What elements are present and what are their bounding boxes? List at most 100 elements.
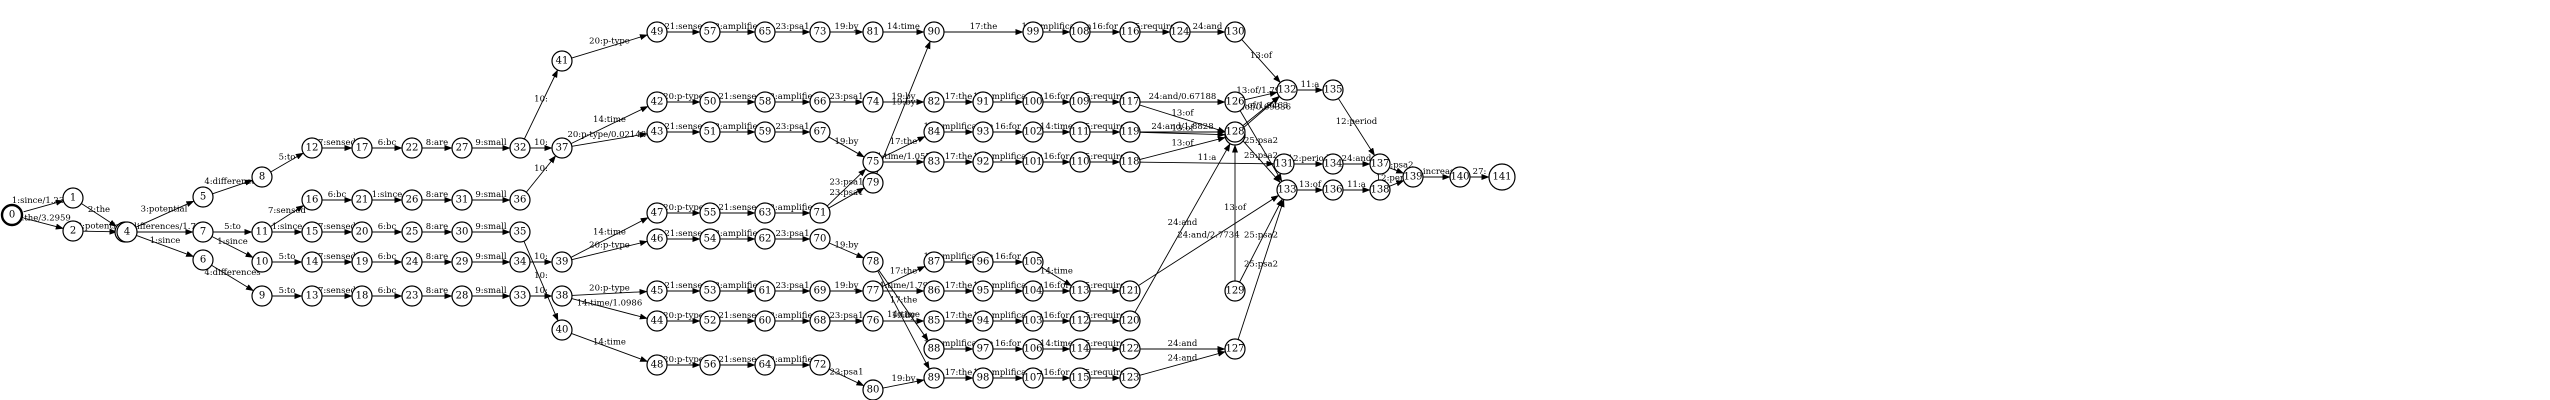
edge-label: 27: [1473,167,1487,177]
edge: 19:by [883,92,925,105]
edge-arrow [211,264,254,292]
state-node: 50 [699,91,721,113]
state-node: 73 [809,21,831,43]
state-label: 33 [514,291,527,302]
state-node: 63 [754,202,776,224]
state-circle [1119,151,1141,173]
edge-label: 20:p-type [663,92,704,102]
state-node: 31 [451,189,473,211]
state-label: 66 [814,97,827,108]
edge-label: 13:of/0.69336 [1231,103,1291,113]
state-node: 124 [1169,21,1191,43]
state-node: 113 [1069,280,1091,302]
state-circle [646,280,668,302]
edge-arrow [1139,136,1226,160]
edge-label: 23:psa1 [776,229,810,239]
state-node: 110 [1069,151,1091,173]
edge-label: 21:sense [665,22,703,32]
edge-label: 1:since/1.2373 [12,196,75,206]
state-circle [699,91,721,113]
edge: 15:required [1080,281,1131,294]
edge: 4:differences/1.792 [123,222,207,235]
edge: 21:sense [719,355,756,368]
edge-arrow [571,333,649,362]
state-label: 19 [356,257,369,268]
edge: 15:required [1080,311,1131,324]
edge-label: 16:for [995,339,1022,349]
state-circle [351,251,373,273]
state-label: 39 [556,257,569,268]
edge-label: 4:differences [204,177,260,187]
state-circle [754,121,776,143]
edge: 24:and/1.8828 [1140,122,1226,135]
state-label: 100 [1023,97,1042,108]
edge-arrow [828,368,865,387]
state-node: 131 [1273,153,1295,175]
state-label: 18 [356,291,369,302]
state-circle [646,121,668,143]
edge-label: 25:psa2 [1380,161,1414,171]
edge-label: 15:required [1080,152,1132,162]
edge-label: 8:are [426,190,448,200]
state-circle [1224,91,1246,113]
edge-arrow [523,69,559,140]
state-circle [699,228,721,250]
edge: 6:bc [372,138,403,151]
state-label: 105 [1023,257,1042,268]
state-node: 27 [451,137,473,159]
edge: 6:bc [372,252,403,265]
state-circle [1069,280,1091,302]
edge-label: 1:since [272,222,303,232]
state-circle [754,91,776,113]
state-node: 116 [1119,21,1141,43]
state-node: 38 [551,285,573,307]
edge: 1:since [211,236,254,258]
state-label: 133 [1277,185,1296,196]
edge: 5:to [272,286,303,299]
state-label: 22 [406,143,419,154]
state-node: 99 [1022,21,1044,43]
state-label: 17 [356,143,369,154]
edge-label: 23:psa1 [776,22,810,32]
edge-label: 18:amplification [924,339,994,349]
edge-label: 18:amplification [973,92,1043,102]
edge: 14:time [1040,267,1073,287]
state-circle [1273,153,1295,175]
edge: 7:sensed [268,205,307,227]
edge-label: 23:psa1 [830,92,864,102]
state-node: 64 [754,354,776,376]
edge-label: 25:psa2 [1244,260,1278,270]
edge: 16:for [1043,368,1071,381]
state-circle [809,202,831,224]
state-node: 28 [451,285,473,307]
edge: 18:amplification [973,311,1043,324]
edge: 25:psa2 [1239,198,1283,283]
state-label: 37 [556,143,569,154]
edge: 25:psa2 [1380,161,1414,174]
state-node: 9 [251,285,273,307]
edge-label: 16:for [1043,368,1070,378]
edge-label: 19:by [835,281,859,291]
edge: 22:amplifiers [764,355,821,368]
state-circle [923,280,945,302]
state-label: 16 [306,195,319,206]
edge-label: 6:bc [378,252,397,262]
state-label: 25 [406,227,419,238]
state-circle [699,121,721,143]
state-circle [301,137,323,159]
edge: 10: [530,286,553,299]
state-label: 109 [1070,97,1089,108]
state-node: 42 [646,91,668,113]
edge: 14:time [883,22,925,35]
edge: 12:period [1376,174,1418,187]
edge-label: 19:by [835,137,859,147]
edge-label: 19:by [835,241,859,251]
edge-arrow [523,241,559,322]
state-circle [1022,21,1044,43]
edge-label: 23:psa1 [830,178,864,188]
state-circle [451,251,473,273]
state-node: 121 [1119,280,1141,302]
edge: 5:to [213,222,253,235]
edge-label: 25:psa2 [1244,231,1278,241]
state-node: 26 [401,189,423,211]
